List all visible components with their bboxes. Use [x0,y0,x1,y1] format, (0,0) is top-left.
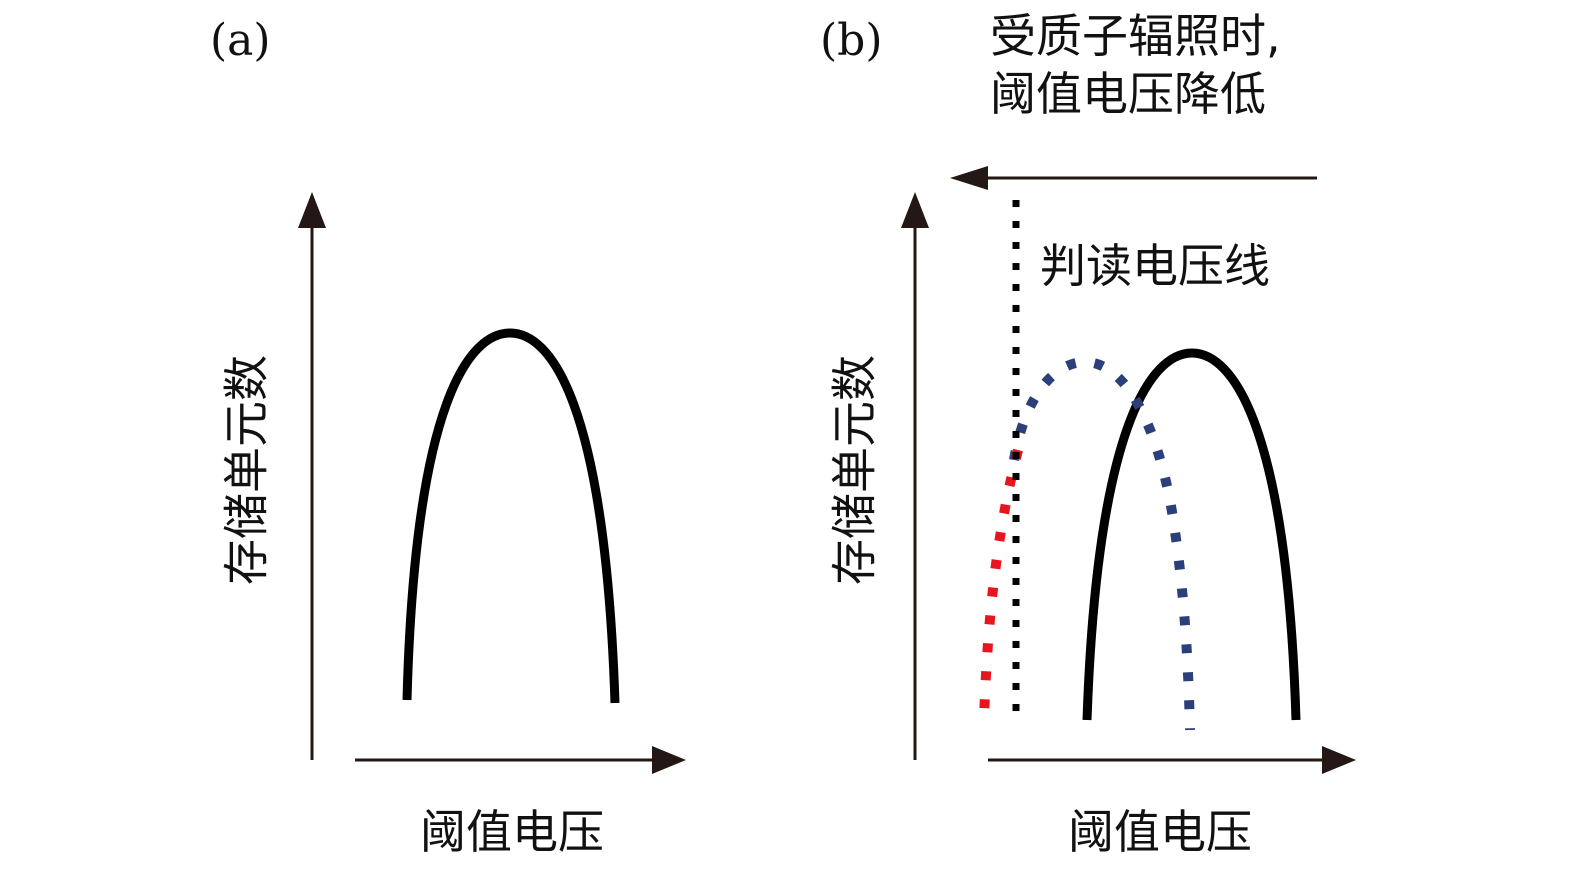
panel-b-y-axis-arrow [901,192,929,228]
panel-a-y-axis-arrow [298,192,326,228]
read-voltage-label: 判读电压线 [1040,239,1270,293]
panel-a-x-axis-label: 阈值电压 [420,805,604,859]
panel-b-note-line1: 受质子辐照时, [990,9,1281,63]
panel-b-x-axis-arrow [1322,746,1356,774]
panel-b-note-line2: 阈值电压降低 [990,67,1266,121]
panel-a-y-axis-label: 存储单元数 [220,355,274,585]
shift-arrow-head [950,166,988,190]
panel-a: (a) 存储单元数 阈值电压 [210,15,686,859]
panel-b-error-region-curve [979,448,1023,721]
panel-b-original-curve [1082,348,1301,721]
panel-a-label: (a) [210,15,271,66]
panel-b-label: (b) [820,15,883,66]
panel-a-x-axis-arrow [652,746,686,774]
panel-b-x-axis-label: 阈值电压 [1068,805,1252,859]
panel-b-y-axis-label: 存储单元数 [828,355,882,585]
panel-a-distribution-curve [402,328,620,704]
panel-b: (b) 受质子辐照时, 阈值电压降低 存储单元数 阈值电压 判读电压线 [820,9,1356,859]
panel-b-shifted-curve [1009,356,1195,731]
